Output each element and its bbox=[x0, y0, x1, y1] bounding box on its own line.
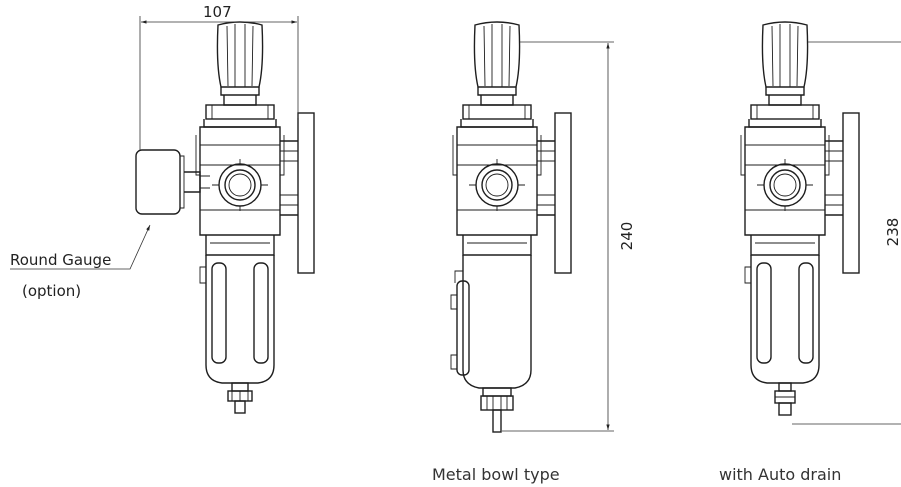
caption-metal-bowl: Metal bowl type bbox=[432, 465, 560, 484]
width-dimension-label: 107 bbox=[203, 3, 232, 21]
gauge-label-line2: (option) bbox=[22, 282, 81, 300]
unit-metal-bowl bbox=[450, 21, 572, 433]
height-dimension-metal bbox=[502, 41, 614, 432]
height-dimension-auto bbox=[792, 41, 901, 425]
gauge-label-line1: Round Gauge bbox=[10, 251, 111, 269]
unit-standard bbox=[195, 21, 315, 414]
caption-auto-drain: with Auto drain bbox=[719, 465, 841, 484]
gauge-leader bbox=[10, 224, 151, 270]
round-gauge bbox=[135, 149, 210, 215]
width-dimension bbox=[139, 16, 299, 150]
height-dimension-auto-label: 238 bbox=[884, 218, 901, 247]
unit-auto-drain bbox=[740, 21, 860, 416]
height-dimension-metal-label: 240 bbox=[618, 222, 636, 251]
